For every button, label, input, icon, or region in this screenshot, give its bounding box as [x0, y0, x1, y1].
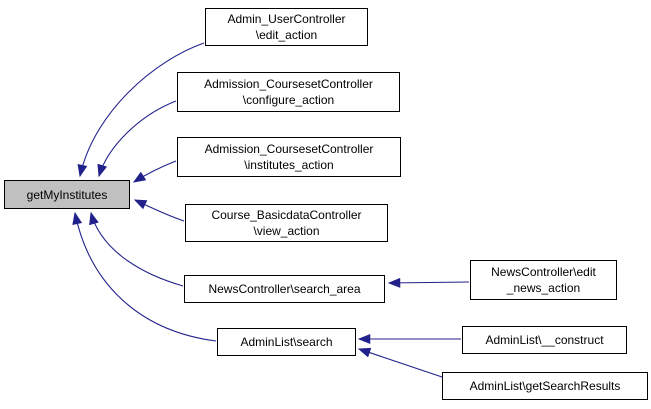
node-label: NewsController\search_area — [208, 282, 361, 296]
node-label-line2: \edit_action — [255, 28, 318, 42]
node-label-line1: NewsController\edit — [491, 265, 596, 279]
node-label-line2: \institutes_action — [244, 158, 334, 172]
node-label-line1: Admission_CoursesetController — [204, 142, 374, 156]
node-adminlist-search[interactable]: AdminList\search — [217, 328, 356, 356]
node-newscontroller-edit-news-action[interactable]: NewsController\edit _news_action — [470, 260, 617, 300]
node-admission-courseset-institutes-action[interactable]: Admission_CoursesetController \institute… — [177, 137, 401, 177]
node-getmyinstitutes: getMyInstitutes — [4, 180, 130, 209]
edge-adminlist-search-to-getmyinstitutes — [72, 211, 217, 342]
node-newscontroller-search-area[interactable]: NewsController\search_area — [184, 275, 385, 303]
node-label: AdminList\search — [240, 335, 333, 349]
node-label-line1: Course_BasicdataController — [211, 208, 362, 222]
edge-institutes-action-to-getmyinstitutes — [132, 160, 177, 183]
node-label: getMyInstitutes — [26, 187, 108, 202]
node-label-line1: Admission_CoursesetController — [204, 77, 373, 91]
edge-admin-user-edit-to-getmyinstitutes — [77, 42, 205, 178]
node-label: AdminList\__construct — [485, 333, 604, 347]
node-admission-courseset-configure-action[interactable]: Admission_CoursesetController \configure… — [177, 72, 400, 112]
edge-getsearchresults-to-adminlist-search — [357, 347, 446, 379]
node-label-line1: Admin_UserController — [227, 12, 346, 26]
edge-view-action-to-getmyinstitutes — [133, 199, 185, 222]
edge-search-area-to-getmyinstitutes — [89, 211, 184, 287]
node-label-line2: _news_action — [506, 281, 581, 295]
node-label: AdminList\getSearchResults — [469, 379, 621, 393]
node-label-line2: \configure_action — [242, 93, 335, 107]
node-label-line2: \view_action — [253, 224, 320, 238]
node-adminlist-getsearchresults[interactable]: AdminList\getSearchResults — [442, 372, 648, 400]
node-admin-usercontroller-edit-action[interactable]: Admin_UserController \edit_action — [205, 8, 368, 46]
edge-edit-news-action-to-search-area — [387, 277, 470, 288]
node-course-basicdata-view-action[interactable]: Course_BasicdataController \view_action — [185, 204, 388, 242]
node-adminlist-construct[interactable]: AdminList\__construct — [462, 326, 627, 354]
edge-configure-action-to-getmyinstitutes — [97, 100, 177, 178]
